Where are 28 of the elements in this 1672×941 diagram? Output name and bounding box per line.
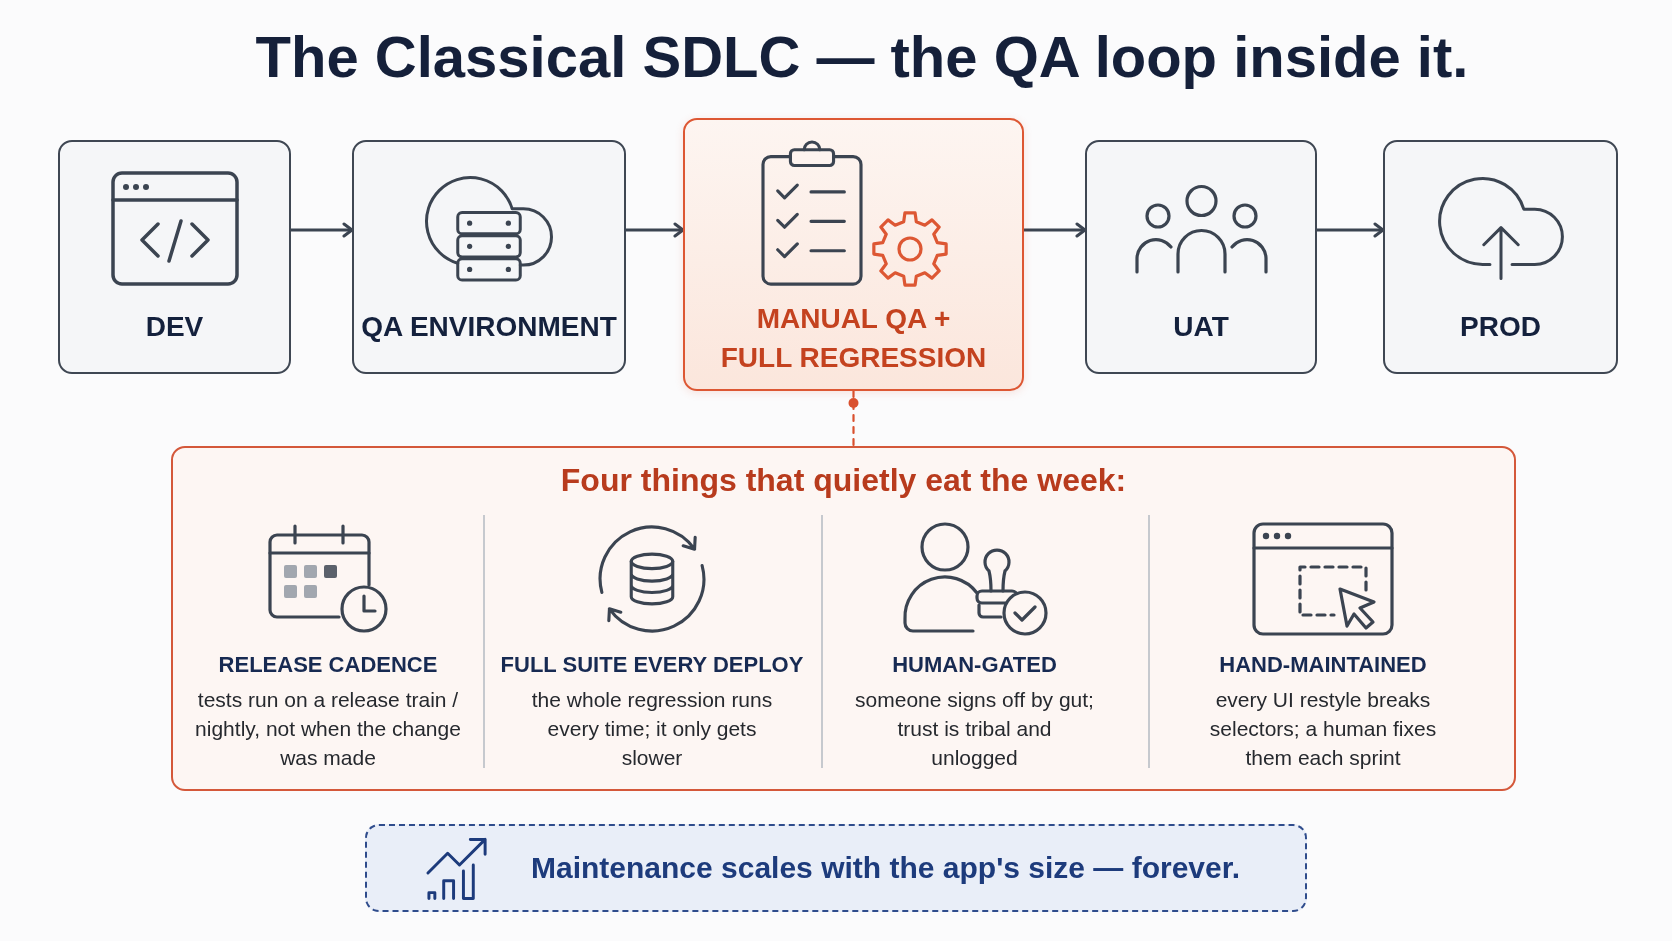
column-title: RELEASE CADENCE	[218, 651, 438, 679]
panel-heading: Four things that quietly eat the week:	[560, 461, 1127, 500]
arrow	[289, 222, 354, 238]
stage-label: QA ENVIRONMENT	[361, 309, 617, 344]
stage-label: PROD	[1460, 309, 1541, 344]
arrow	[1315, 222, 1385, 238]
arrow	[1022, 222, 1087, 238]
stage-label: UAT	[1173, 309, 1229, 344]
column-description: every UI restyle breaks selectors; a human fixes them each sprint	[1208, 687, 1438, 771]
stage-box	[58, 140, 291, 374]
column-description: tests run on a release train / nightly, not when the change was made	[194, 687, 462, 771]
diagram-title: The Classical SDLC — the QA loop inside it.	[255, 23, 1469, 91]
dashed-connector	[848, 389, 859, 448]
stage-box	[1383, 140, 1618, 374]
column-title: FULL SUITE EVERY DEPLOY	[500, 651, 804, 679]
stage-label: MANUAL QA + FULL REGRESSION	[719, 301, 988, 375]
column-description: the whole regression runs every time; it only gets slower	[530, 687, 774, 771]
column-description: someone signs off by gut; trust is tribal and unlogged	[854, 687, 1095, 771]
column-title: HUMAN-GATED	[892, 651, 1057, 679]
column-title: HAND-MAINTAINED	[1219, 651, 1427, 679]
banner-text: Maintenance scales with the app's size — forever.	[531, 850, 1241, 886]
arrow	[624, 222, 685, 238]
stage-box	[352, 140, 626, 374]
note-banner	[365, 824, 1307, 912]
stage-label: DEV	[145, 309, 204, 344]
stage-box	[1085, 140, 1317, 374]
highlighted-stage-box	[683, 118, 1024, 391]
callout-panel	[171, 446, 1516, 791]
